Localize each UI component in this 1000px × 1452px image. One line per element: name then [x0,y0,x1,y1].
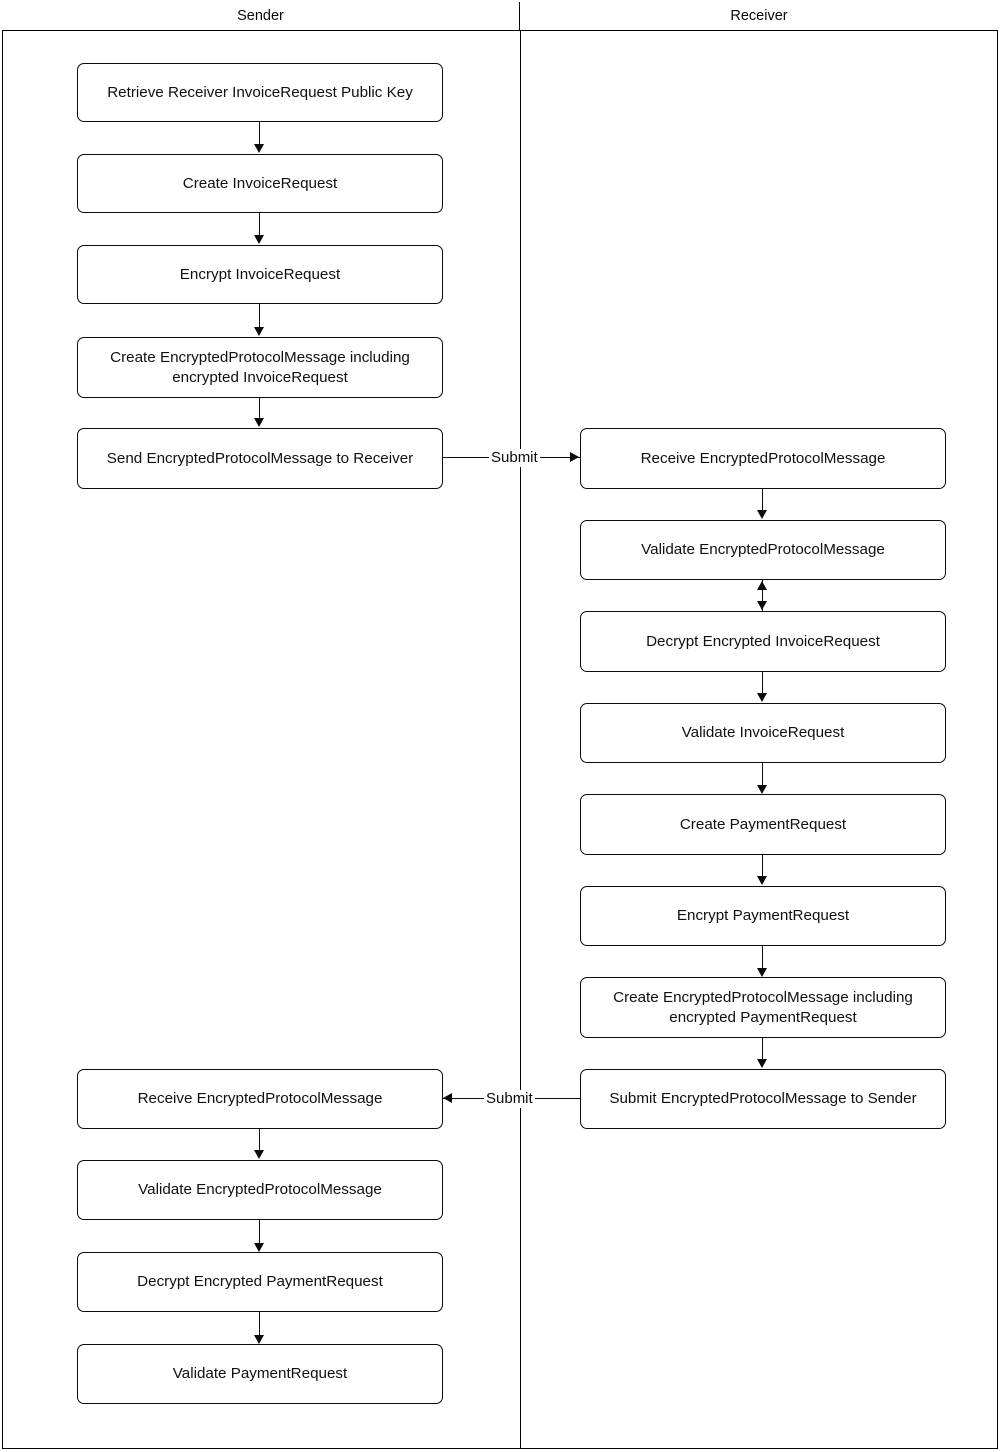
connector-r4-r5 [762,763,763,786]
node-label: Validate EncryptedProtocolMessage [641,541,885,558]
arrowhead-up-r2-r3 [757,581,767,590]
node-label: Validate PaymentRequest [172,1365,348,1382]
node-retrieve-receiver-invoicerequest-public-key[interactable]: Retrieve Receiver InvoiceRequest Public … [77,63,443,122]
arrowhead-down-r6-r7 [757,968,767,977]
node-label: Validate InvoiceRequest [681,724,845,741]
node-create-paymentrequest[interactable]: Create PaymentRequest [580,794,946,855]
node-label: Create InvoiceRequest [182,174,338,192]
lane-header-sender-label: Sender [237,8,284,24]
node-receiver-receive-encryptedprotocolmessage[interactable]: Receive EncryptedProtocolMessage [580,428,946,489]
connector-s3-s4 [259,304,260,328]
node-label: Encrypt InvoiceRequest [179,265,341,283]
arrowhead-right-submit-to-receiver [570,452,579,462]
lane-divider [520,31,521,1449]
node-send-encryptedprotocolmessage-to-receiver[interactable]: Send EncryptedProtocolMessage to Receive… [77,428,443,489]
connector-r5-r6 [762,855,763,877]
arrowhead-down-r2-r3 [757,601,767,610]
node-label: Decrypt Encrypted PaymentRequest [137,1273,383,1290]
node-encrypt-invoicerequest[interactable]: Encrypt InvoiceRequest [77,245,443,304]
node-sender-receive-encryptedprotocolmessage[interactable]: Receive EncryptedProtocolMessage [77,1069,443,1129]
node-sender-validate-encryptedprotocolmessage[interactable]: Validate EncryptedProtocolMessage [77,1160,443,1220]
connector-s6-s7 [259,1129,260,1151]
node-label: Create PaymentRequest [679,815,847,833]
connector-r1-r2 [762,489,763,511]
node-label: Receive EncryptedProtocolMessage [640,449,886,467]
connector-r2-r3-bidirectional [762,580,763,611]
node-label: Encrypt PaymentRequest [676,907,850,924]
node-create-encryptedprotocolmessage-paymentrequest[interactable]: Create EncryptedProtocolMessage includin… [580,977,946,1038]
node-label-line1: Create EncryptedProtocolMessage includin… [110,348,410,366]
arrowhead-down-r7-r8 [757,1059,767,1068]
node-decrypt-encrypted-paymentrequest[interactable]: Decrypt Encrypted PaymentRequest [77,1252,443,1312]
lane-header-receiver: Receiver [520,2,998,30]
node-encrypt-paymentrequest[interactable]: Encrypt PaymentRequest [580,886,946,946]
node-create-encryptedprotocolmessage-invoicerequest[interactable]: Create EncryptedProtocolMessage includin… [77,337,443,398]
arrowhead-down-r3-r4 [757,693,767,702]
lane-header-receiver-label: Receiver [730,8,788,24]
arrowhead-down-s2-s3 [254,235,264,244]
lane-header-row: Sender Receiver [2,2,998,31]
arrowhead-down-r5-r6 [757,876,767,885]
connector-r3-r4 [762,672,763,694]
arrowhead-left-submit-to-sender [443,1093,452,1103]
arrowhead-down-s7-s8 [254,1243,264,1252]
connector-s7-s8 [259,1220,260,1244]
arrowhead-down-r4-r5 [757,785,767,794]
connector-s8-s9 [259,1312,260,1336]
node-validate-invoicerequest[interactable]: Validate InvoiceRequest [580,703,946,763]
connector-r6-r7 [762,946,763,969]
node-create-invoicerequest[interactable]: Create InvoiceRequest [77,154,443,213]
edge-label-submit-to-receiver: Submit [489,449,540,467]
arrowhead-down-s4-s5 [254,418,264,427]
node-label: Retrieve Receiver InvoiceRequest Public … [107,83,413,101]
node-label: Submit EncryptedProtocolMessage to Sende… [609,1090,917,1107]
node-label: Validate EncryptedProtocolMessage [138,1181,382,1198]
node-validate-paymentrequest[interactable]: Validate PaymentRequest [77,1344,443,1404]
node-label-line2: encrypted PaymentRequest [669,1008,857,1026]
arrowhead-down-s8-s9 [254,1335,264,1344]
arrowhead-down-s6-s7 [254,1150,264,1159]
connector-s1-s2 [259,122,260,145]
node-submit-encryptedprotocolmessage-to-sender[interactable]: Submit EncryptedProtocolMessage to Sende… [580,1069,946,1129]
node-label: Receive EncryptedProtocolMessage [137,1090,383,1107]
arrowhead-down-r1-r2 [757,510,767,519]
edge-label-submit-to-sender: Submit [484,1090,535,1108]
node-label-line2: encrypted InvoiceRequest [172,368,348,386]
connector-s4-s5 [259,398,260,419]
connector-s2-s3 [259,213,260,236]
node-decrypt-encrypted-invoicerequest[interactable]: Decrypt Encrypted InvoiceRequest [580,611,946,672]
node-label: Decrypt Encrypted InvoiceRequest [646,632,880,650]
lane-header-sender: Sender [2,2,520,30]
node-label: Send EncryptedProtocolMessage to Receive… [106,449,414,467]
connector-r7-r8 [762,1038,763,1060]
node-label-line1: Create EncryptedProtocolMessage includin… [613,988,913,1006]
node-receiver-validate-encryptedprotocolmessage[interactable]: Validate EncryptedProtocolMessage [580,520,946,580]
arrowhead-down-s3-s4 [254,327,264,336]
arrowhead-down-s1-s2 [254,144,264,153]
